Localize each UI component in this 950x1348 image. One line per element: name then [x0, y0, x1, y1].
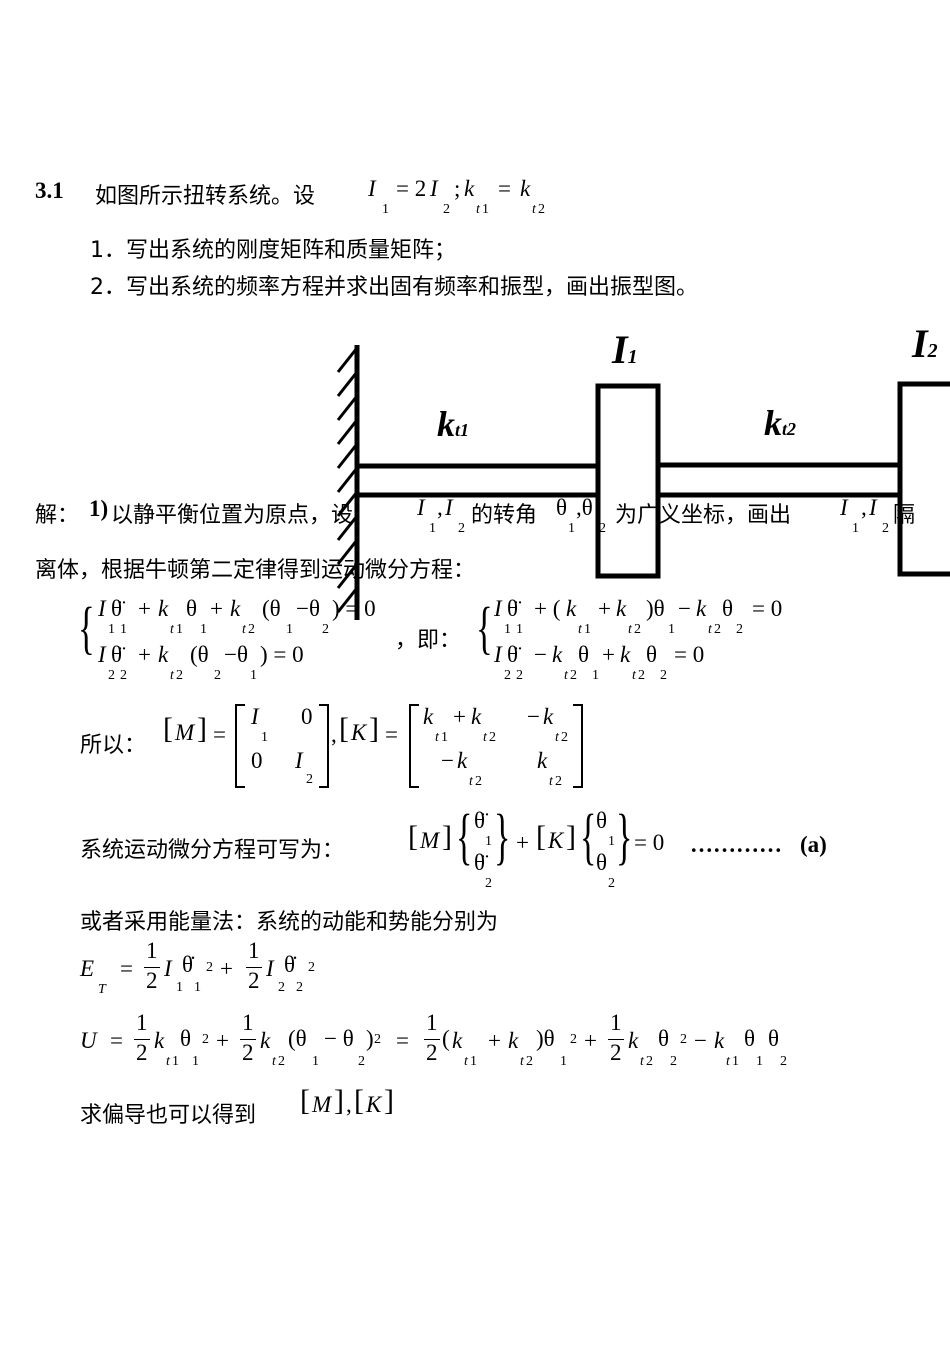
sys-eq-label: 系统运动微分方程可写为：	[80, 838, 345, 863]
wall-hatching	[336, 347, 359, 613]
problem-number: 3.1	[35, 178, 64, 203]
figure-label-kt2: kt2	[764, 403, 797, 443]
energy-intro: 或者采用能量法：系统的动能和势能分别为	[80, 910, 499, 935]
figure-label-kt1: kt1	[437, 404, 470, 444]
ji-label: ，即：	[395, 628, 462, 653]
final-line-math: [M] , [K]	[300, 1084, 394, 1117]
equation-dots: …………	[690, 832, 782, 857]
disk-I2	[897, 381, 950, 577]
equation-tag-a: (a)	[800, 832, 827, 857]
figure-label-I2: I2	[912, 321, 938, 366]
solution-prefix: 解：	[35, 503, 80, 528]
problem-item-1: 1．写出系统的刚度矩阵和质量矩阵；	[90, 238, 456, 263]
final-line-text: 求偏导也可以得到	[80, 1103, 257, 1128]
problem-stem: 如图所示扭转系统。设	[95, 184, 316, 209]
solution-line-2: 离体，根据牛顿第二定律得到运动微分方程：	[35, 558, 476, 583]
figure-label-I1: I1	[612, 327, 638, 372]
suoyi-label: 所以：	[80, 733, 147, 758]
disk-I1	[595, 383, 661, 579]
problem-item-2: 2．写出系统的频率方程并求出固有频率和振型，画出振型图。	[90, 275, 698, 300]
